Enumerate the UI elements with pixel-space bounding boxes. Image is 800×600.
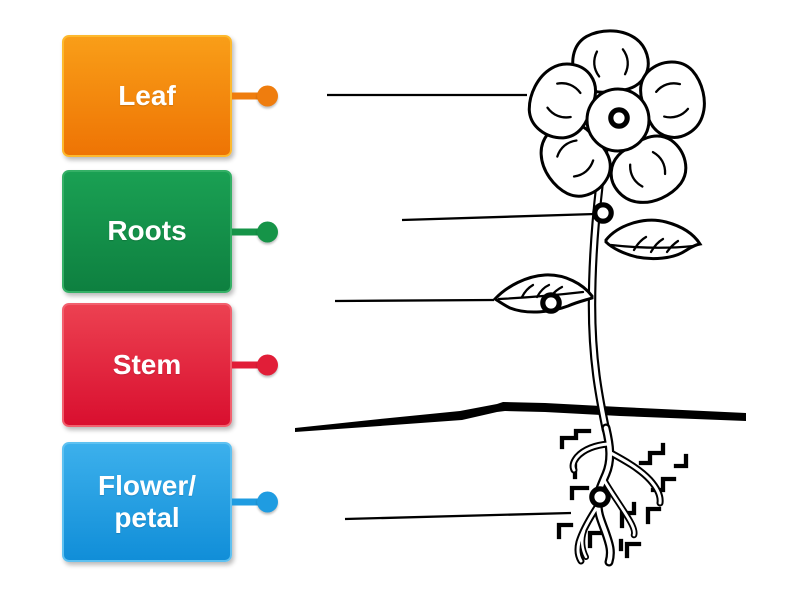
drop-target-stem[interactable] — [592, 202, 614, 224]
pointer-line-leaf — [334, 298, 495, 303]
label-card-stem[interactable]: Stem — [62, 303, 278, 427]
roots — [556, 423, 689, 567]
label-card-roots[interactable]: Roots — [62, 170, 278, 293]
drop-target-leaf[interactable] — [540, 292, 562, 314]
label-card-leaf[interactable]: Leaf — [62, 35, 278, 157]
drop-target-roots[interactable] — [589, 486, 611, 508]
label-text: Roots — [107, 215, 187, 247]
label-text: Flower/ petal — [97, 469, 196, 533]
drop-target-flower-center[interactable] — [608, 107, 630, 129]
drop-targets — [540, 107, 630, 508]
leaf-left — [492, 273, 594, 314]
stem — [587, 147, 611, 435]
ground-line — [295, 402, 746, 432]
pointer-line-roots — [344, 511, 572, 521]
label-text: Stem — [112, 348, 182, 380]
leaf-right — [604, 218, 703, 261]
label-text: Leaf — [118, 79, 176, 111]
answer-lines — [327, 93, 596, 521]
pointer-line-stem — [401, 212, 596, 222]
